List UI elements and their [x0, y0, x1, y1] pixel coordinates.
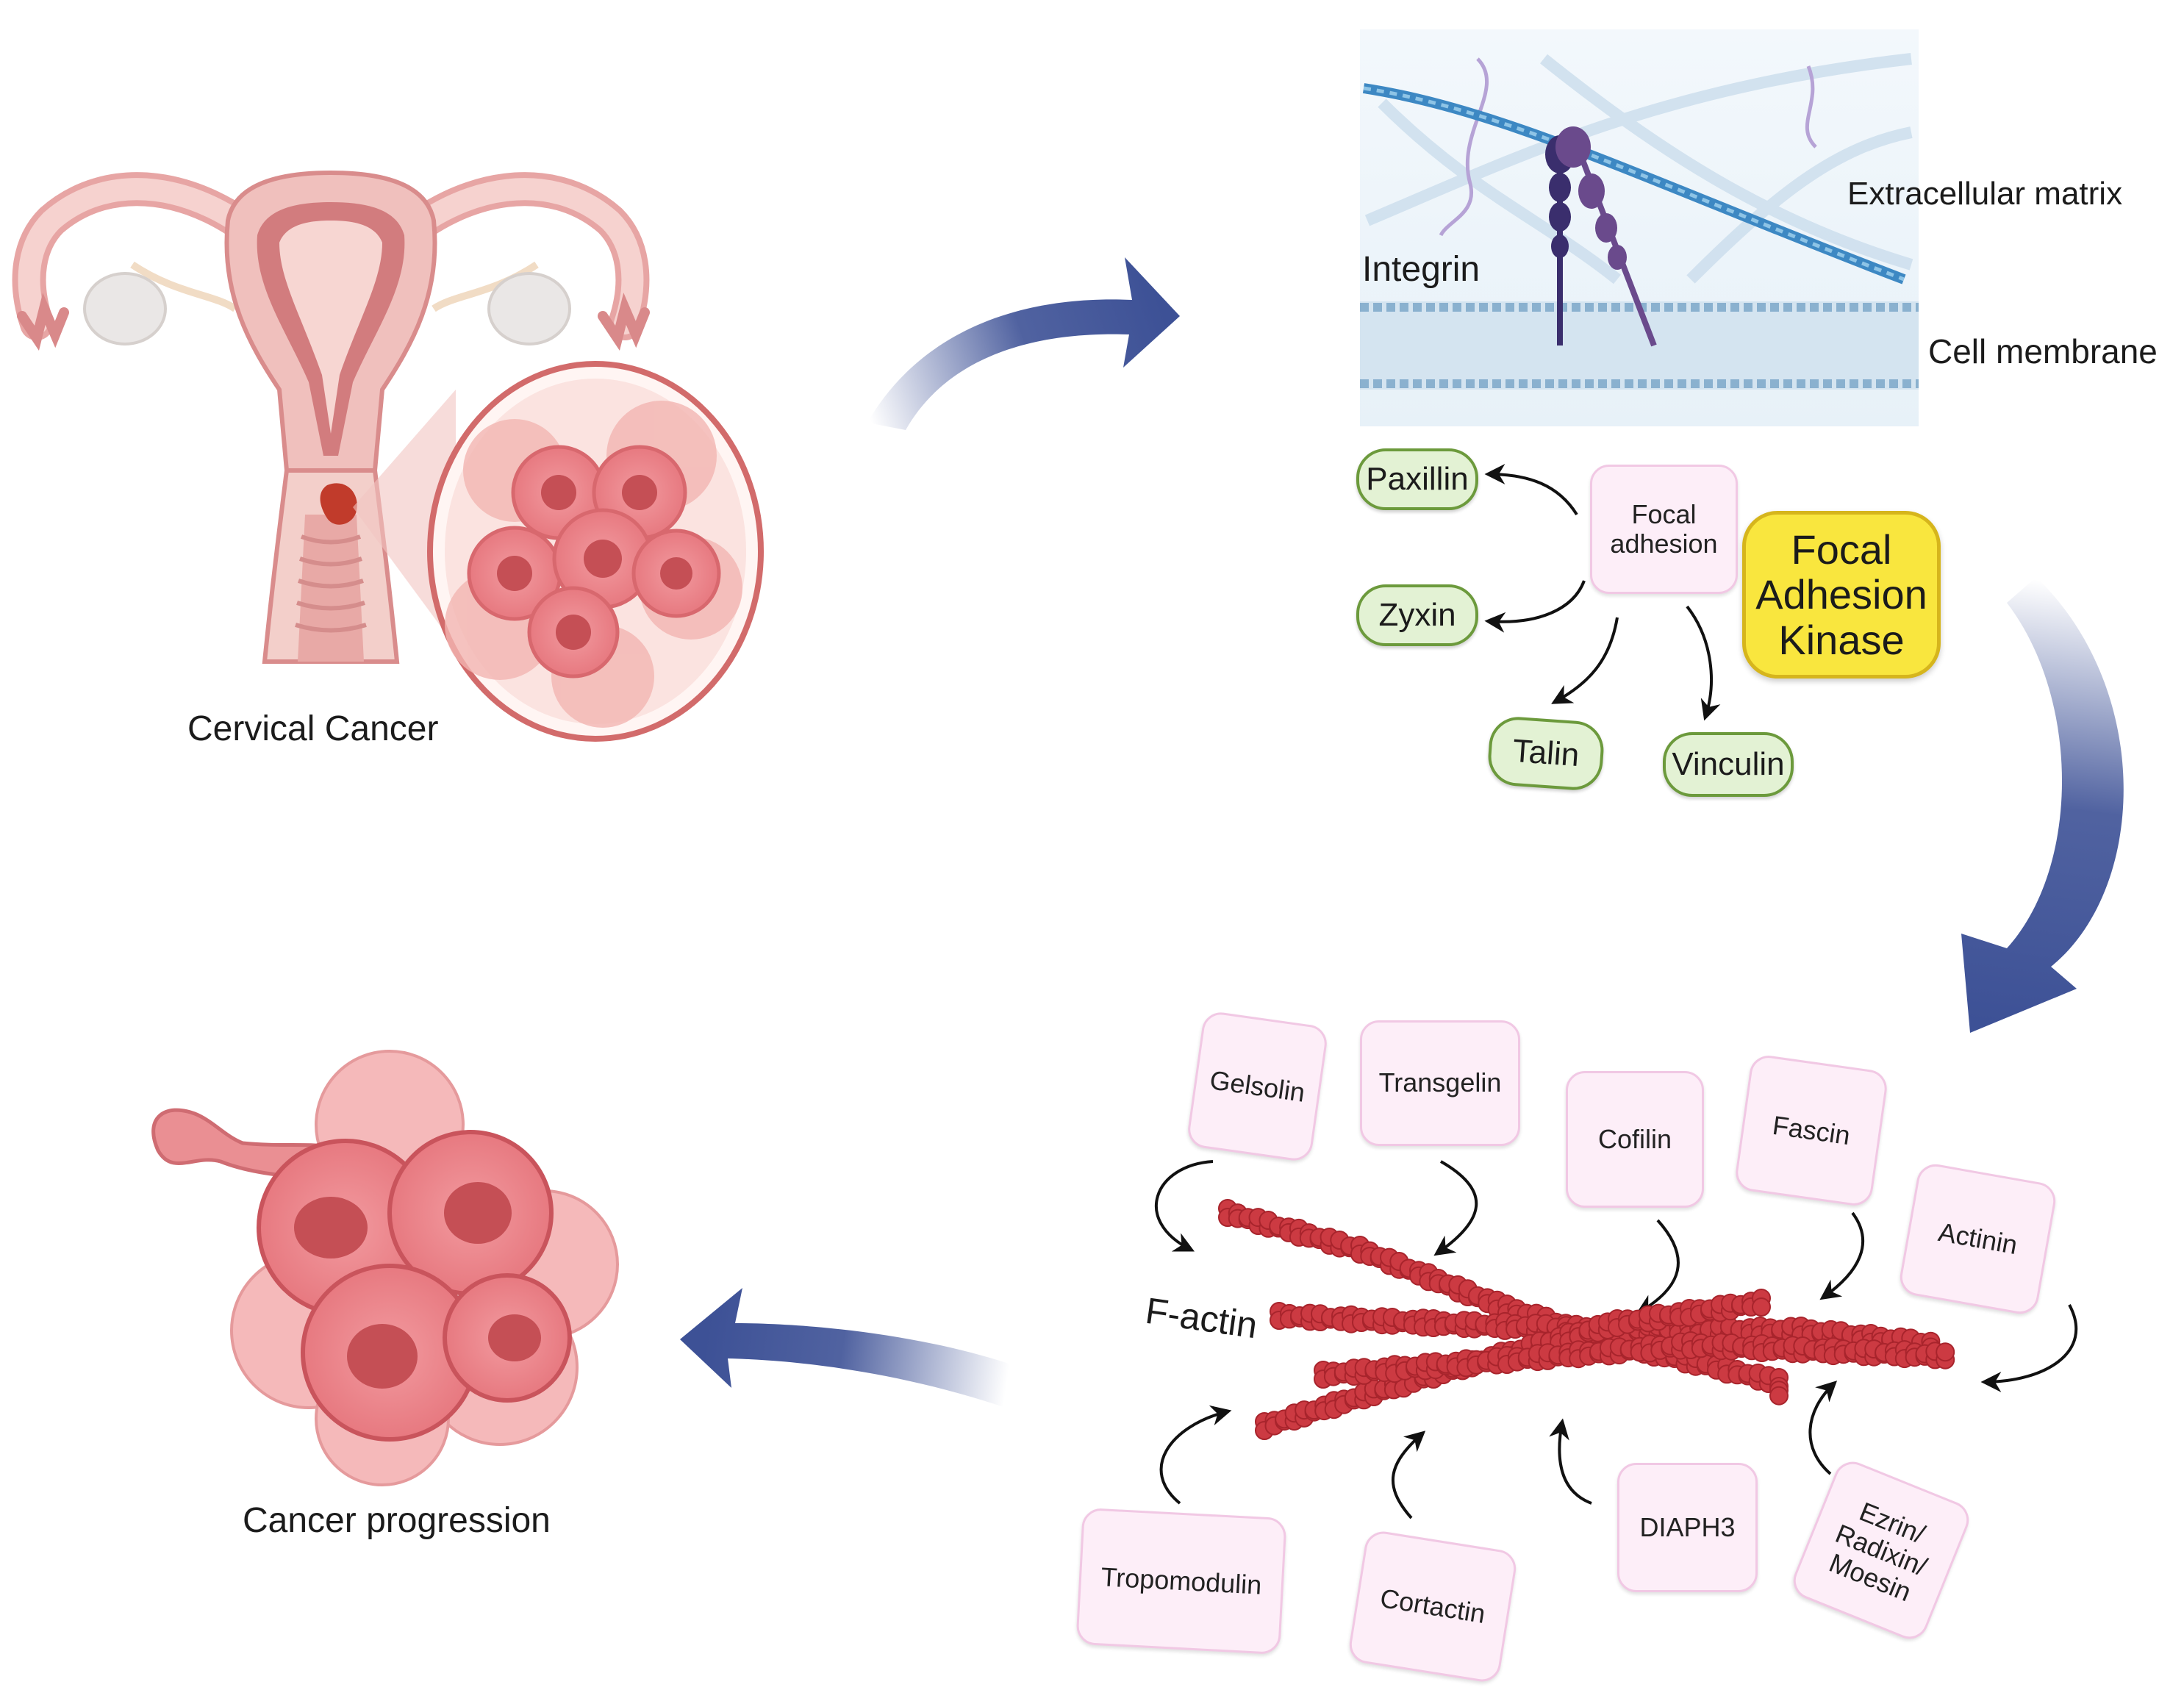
focal-adhesion-line1: Focal	[1631, 498, 1697, 529]
protein-cortactin: Cortactin	[1347, 1528, 1519, 1685]
label-cancer-progression: Cancer progression	[243, 1501, 551, 1540]
protein-fascin: Fascin	[1733, 1053, 1890, 1209]
protein-vinculin: Vinculin	[1663, 732, 1794, 797]
protein-talin: Talin	[1486, 715, 1606, 792]
actin-bead	[1769, 1386, 1789, 1406]
protein-tropomodulin: Tropomodulin	[1075, 1507, 1287, 1655]
flow-arrow-3	[680, 1288, 1009, 1408]
protein-transgelin: Transgelin	[1360, 1020, 1520, 1146]
focal-adhesion-node: Focal adhesion	[1590, 465, 1738, 594]
focal-adhesion-line2: adhesion	[1610, 529, 1718, 559]
actin-bead	[1936, 1342, 1955, 1362]
protein-actinin: Actinin	[1897, 1161, 2059, 1317]
actin-regulator-arrows	[1155, 1160, 2078, 1519]
protein-gelsolin: Gelsolin	[1185, 1010, 1330, 1163]
label-extracellular-matrix: Extracellular matrix	[1847, 176, 2123, 212]
actin-bead	[1752, 1297, 1771, 1317]
protein-zyxin: Zyxin	[1356, 584, 1478, 646]
flow-arrow-2	[1961, 577, 2124, 1033]
magnified-tumor-circle	[427, 361, 764, 742]
integrin-ecm-panel	[1360, 29, 1919, 426]
label-cell-membrane: Cell membrane	[1928, 332, 2158, 370]
protein-diaph3: DIAPH3	[1617, 1463, 1758, 1592]
flow-arrow-1	[867, 257, 1180, 430]
fak-line2: Adhesion	[1755, 571, 1927, 618]
uterus-illustration	[12, 170, 650, 664]
protein-paxillin: Paxillin	[1356, 448, 1478, 510]
fak-line3: Kinase	[1778, 616, 1905, 663]
fak-line1: Focal	[1791, 526, 1892, 573]
focal-adhesion-kinase-node: Focal Adhesion Kinase	[1742, 511, 1941, 678]
label-cervical-cancer: Cervical Cancer	[187, 709, 439, 748]
cancer-cell-cluster	[151, 1050, 619, 1486]
f-actin-filaments	[1218, 1199, 1955, 1440]
label-integrin: Integrin	[1362, 250, 1481, 289]
focal-adhesion-arrows	[1484, 464, 1721, 721]
protein-cofilin: Cofilin	[1566, 1071, 1704, 1208]
